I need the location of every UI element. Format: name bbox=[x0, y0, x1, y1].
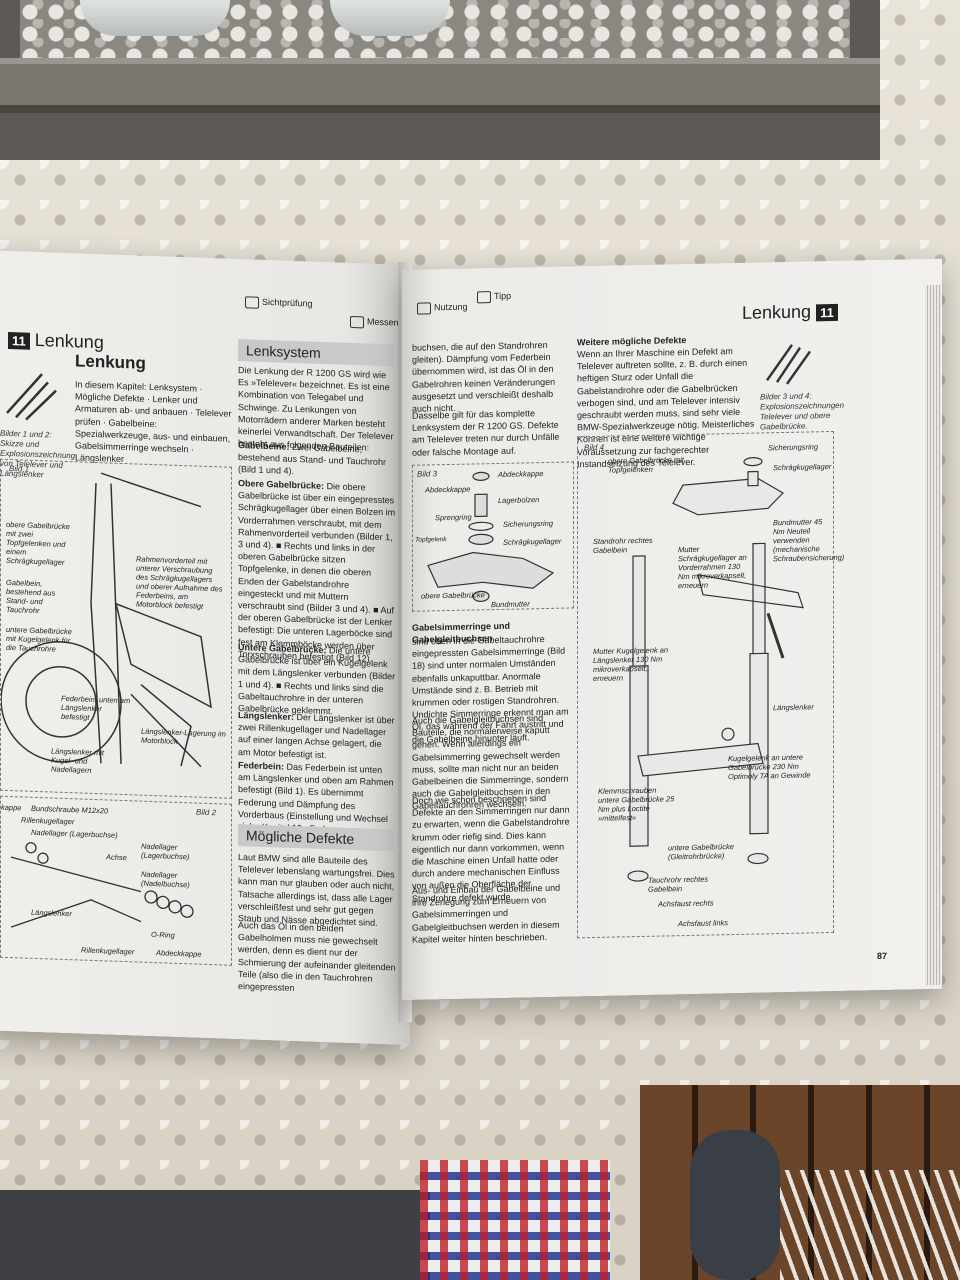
obere-gabelbruecke-paragraph: Obere Gabelbrücke: Die obere Gabelbrücke… bbox=[238, 478, 396, 664]
gabelbeine-paragraph: Gabelbeine: Zwei Gabelbeine, bestehend a… bbox=[238, 440, 386, 477]
fig3-label: Abdeckkappe bbox=[425, 484, 471, 495]
untere-gabelbruecke-paragraph: Untere Gabelbrücke: Die untere Gabelbrüc… bbox=[238, 642, 396, 717]
gravel-tray bbox=[0, 0, 880, 160]
fig3-label: Sicherungsring bbox=[503, 518, 554, 529]
swingarm-exploded-drawing bbox=[10, 842, 194, 928]
figure-4: Bild 4 obere Gabelb bbox=[577, 430, 845, 939]
fig4-label: Längslenker bbox=[773, 702, 814, 713]
fig4-label: Kugelgelenk an untere Gabelbrücke 230 Nm… bbox=[728, 752, 811, 782]
chapter-header: 11 Lenkung bbox=[8, 329, 104, 353]
fig2-label: Nadellager (Lagerbuchse) bbox=[141, 841, 190, 862]
header-messen: Messen bbox=[350, 315, 399, 329]
wooden-tray-frame bbox=[0, 58, 880, 113]
chapter-title: Lenkung bbox=[34, 329, 104, 353]
left-page: Sichtprüfung Messen 11 Lenkung Bilder 1 … bbox=[0, 250, 410, 1046]
measure-icon bbox=[350, 315, 364, 329]
fig3-label: Topfgelenk bbox=[415, 536, 447, 544]
fig3-label: Lagerbolzen bbox=[498, 495, 540, 505]
fig2-label: Rillenkugellager bbox=[81, 945, 135, 957]
fig3-label: obere Gabelbrücke bbox=[421, 590, 485, 601]
trousers bbox=[0, 1190, 430, 1280]
defekte-text: Laut BMW sind alle Bauteile des Teleleve… bbox=[238, 852, 395, 928]
eye-icon bbox=[245, 295, 259, 309]
fig2-label: Abdeckkappe bbox=[156, 948, 202, 959]
fig3-label: Bundmutter bbox=[491, 599, 530, 610]
telelever-exploded-drawing bbox=[627, 457, 804, 882]
defekte-text-2: Auch das Öl in den beiden Gabelholmen mu… bbox=[238, 920, 396, 993]
fig4-label: Mutter Kugelgelenk an Längslenker 130 Nm… bbox=[593, 645, 669, 683]
intro-text: In diesem Kapitel: Lenksystem · Mögliche… bbox=[75, 379, 232, 465]
fig2-label: Längslenker bbox=[31, 907, 72, 919]
intro-heading: Lenkung bbox=[75, 351, 146, 373]
col1-text-top: buchsen, die auf den Standrohren gleiten… bbox=[412, 339, 556, 414]
fig1-label: Längslenker-Lagerung im Motorblock bbox=[141, 726, 226, 746]
ausbau-text: Aus- und Einbau der Gabelbeine und ihre … bbox=[412, 882, 561, 945]
figure-3: Bild 3 Abdeckkappe Abdeckkappe Lagerbolz… bbox=[412, 461, 574, 612]
page-edges bbox=[925, 284, 941, 986]
fig4-label: Tauchrohr rechtes Gabelbein bbox=[648, 874, 709, 894]
fig3-label: Sprengring bbox=[435, 512, 472, 523]
fig4-label: obere Gabelbrücke mit Topfgelenken bbox=[608, 455, 684, 475]
fig2-label: Nadellager (Nadelbuchse) bbox=[141, 869, 190, 890]
fig2-label: O-Ring bbox=[151, 929, 175, 940]
checkered-shirt bbox=[420, 1160, 610, 1280]
fig2-label: Achse bbox=[106, 852, 127, 863]
fig4-label: Klemmschrauben untere Gabelbrücke 25 Nm … bbox=[598, 785, 675, 823]
fig1-label: Rahmenvorderteil mit unterer Verschraubu… bbox=[136, 554, 223, 611]
section-moegliche-defekte: Mögliche Defekte bbox=[238, 824, 394, 852]
col1-text-mid: Dasselbe gilt für das komplette Lenksyst… bbox=[412, 408, 560, 458]
fig1-label: untere Gabelbrücke mit Kugelgelenk für d… bbox=[6, 624, 72, 654]
right-page: Nutzung Tipp Lenkung 11 buchsen, die auf… bbox=[402, 258, 942, 1000]
fig1-label: obere Gabelbrücke mit zwei Topfgelenken … bbox=[6, 519, 70, 567]
fig3-label: Schrägkugellager bbox=[503, 536, 562, 547]
chapter-number: 11 bbox=[8, 331, 30, 350]
fig1-label: Gabelbein, bestehend aus Stand- und Tauc… bbox=[6, 577, 56, 616]
fig1-label: Längslenker mit Kugel- und Nadellagern bbox=[51, 746, 104, 775]
usage-icon bbox=[417, 302, 431, 315]
laengslenker-paragraph: Längslenker: Der Längslenker ist über zw… bbox=[238, 710, 395, 760]
tip-icon bbox=[477, 290, 491, 304]
fig4-label: Achsfaust rechts bbox=[658, 898, 714, 909]
header-nutzung: Nutzung bbox=[417, 301, 468, 315]
page-number: 87 bbox=[877, 950, 888, 962]
fig4-label: Mutter Schrägkugellager an Vorderrahmen … bbox=[678, 544, 747, 591]
chapter-header: Lenkung 11 bbox=[742, 301, 838, 324]
header-sichtpruefung: Sichtprüfung bbox=[245, 295, 313, 310]
figure-1: Bild 1 obere Gabelbrücke mit zwei Topfge… bbox=[0, 458, 232, 799]
fig4-label: Standrohr rechtes Gabelbein bbox=[593, 535, 653, 555]
fig3-label: Abdeckkappe bbox=[498, 469, 544, 479]
wrench-icon bbox=[765, 344, 812, 385]
fig4-label: Achsfaust links bbox=[678, 918, 729, 929]
tablecloth-fringe bbox=[780, 1170, 960, 1280]
figure-2: Bild 2 kappe Bundschraube M12x20 Rillenk… bbox=[0, 795, 232, 966]
fig4-label: Bundmutter 45 Nm Neuteil verwenden (mech… bbox=[773, 517, 845, 564]
motorcycle-front-drawing bbox=[1, 472, 212, 768]
fig4-label: untere Gabelbrücke (Gleitrohrbrücke) bbox=[668, 842, 734, 862]
glass-candle-holder bbox=[330, 0, 450, 36]
header-tipp: Tipp bbox=[477, 290, 511, 304]
fig4-label: Sicherungsring bbox=[768, 442, 819, 453]
fig1-label: Federbein, unten am Längslenker befestig… bbox=[61, 693, 131, 722]
shoe bbox=[690, 1130, 780, 1280]
section-lenksystem: Lenksystem bbox=[238, 339, 394, 367]
chapter-number: 11 bbox=[816, 303, 838, 322]
upper-fork-bridge-drawing bbox=[427, 471, 555, 602]
fig2-label: kappe bbox=[1, 802, 22, 813]
fig4-label: Schrägkugellager bbox=[773, 462, 832, 473]
fig2-label: Rillenkugellager bbox=[21, 815, 75, 827]
glass-candle-holder bbox=[80, 0, 230, 36]
chapter-title: Lenkung bbox=[742, 301, 812, 323]
wrench-icon bbox=[6, 373, 57, 421]
caption-bilder-3-4: Bilder 3 und 4: Explosionszeichnungen Te… bbox=[760, 391, 845, 432]
